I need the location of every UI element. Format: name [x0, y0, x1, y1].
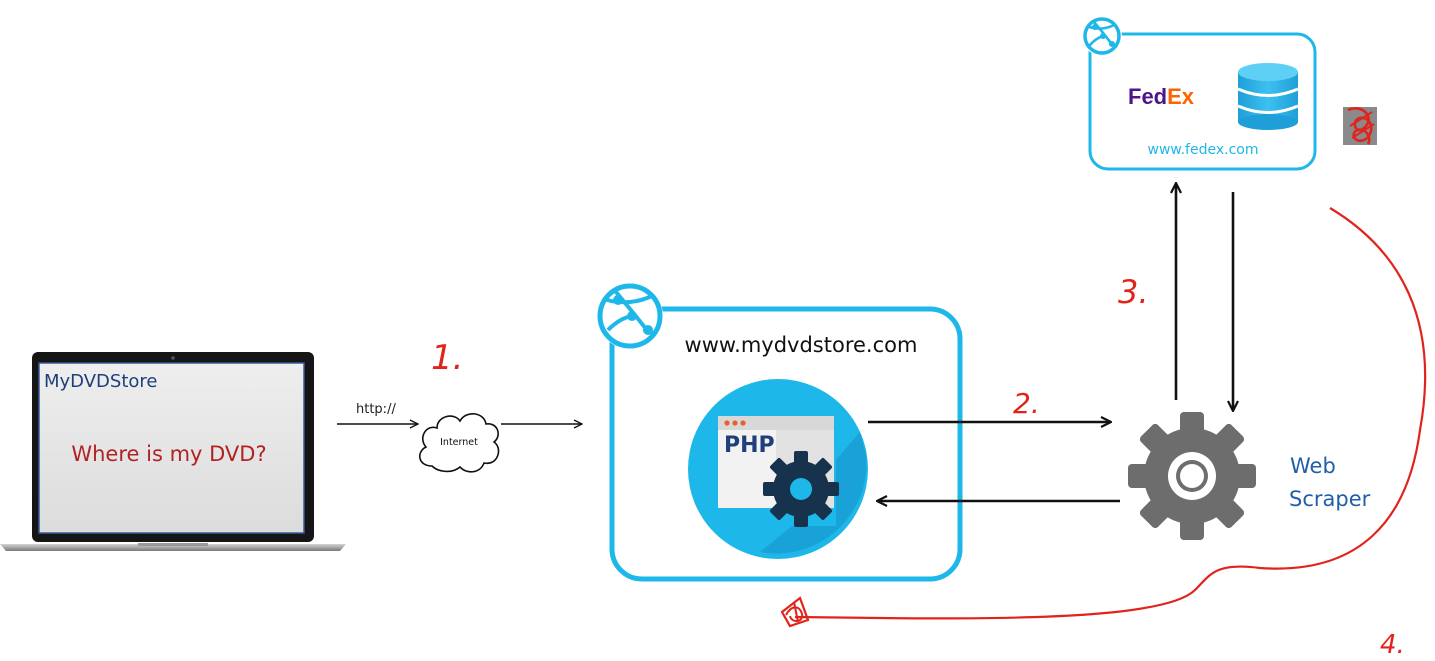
- scraper-label-line1: Web: [1290, 454, 1336, 478]
- gear-icon: [1128, 412, 1256, 540]
- internet-connection: http:// Internet: [337, 402, 582, 473]
- step-4-label: 4.: [1380, 630, 1405, 660]
- red-scribble-mark: [1343, 107, 1377, 145]
- web-scraper: Web Scraper: [1128, 412, 1371, 540]
- globe-network-icon: [1082, 16, 1122, 56]
- laptop-camera: [171, 356, 175, 360]
- step-2-label: 2.: [1013, 387, 1040, 420]
- http-label: http://: [356, 402, 396, 417]
- step-1-label: 1.: [431, 338, 463, 378]
- cloud-label: Internet: [440, 437, 478, 448]
- fedex-logo-ex: Ex: [1167, 84, 1195, 109]
- step-4-arrowhead: [780, 596, 810, 628]
- globe-network-icon: [597, 283, 663, 349]
- cloud-icon: Internet: [419, 413, 500, 473]
- laptop: MyDVDStore Where is my DVD?: [0, 352, 346, 551]
- fedex-domain: www.fedex.com: [1148, 142, 1259, 158]
- laptop-hinge: [138, 543, 208, 546]
- annotations: 1. 2. 3. 4.: [431, 207, 1427, 660]
- laptop-question: Where is my DVD?: [71, 442, 266, 466]
- fedex-logo-fed: Fed: [1128, 84, 1167, 109]
- laptop-base: [0, 544, 346, 551]
- laptop-app-title: MyDVDStore: [44, 371, 157, 392]
- external-site-container: FedEx www.fedex.com: [1082, 16, 1317, 171]
- laptop-screen: [38, 362, 305, 534]
- php-gear-badge-icon: PHP: [688, 379, 868, 559]
- database-icon: [1237, 63, 1299, 130]
- webapp-domain: www.mydvdstore.com: [685, 333, 918, 357]
- webapp-container: www.mydvdstore.com PHP: [597, 283, 963, 582]
- fedex-logo: FedEx: [1128, 84, 1195, 109]
- step-4-return-curve: [794, 207, 1427, 620]
- php-label: PHP: [724, 433, 775, 458]
- scraper-label-line2: Scraper: [1289, 487, 1371, 511]
- step-3-label: 3.: [1118, 273, 1149, 311]
